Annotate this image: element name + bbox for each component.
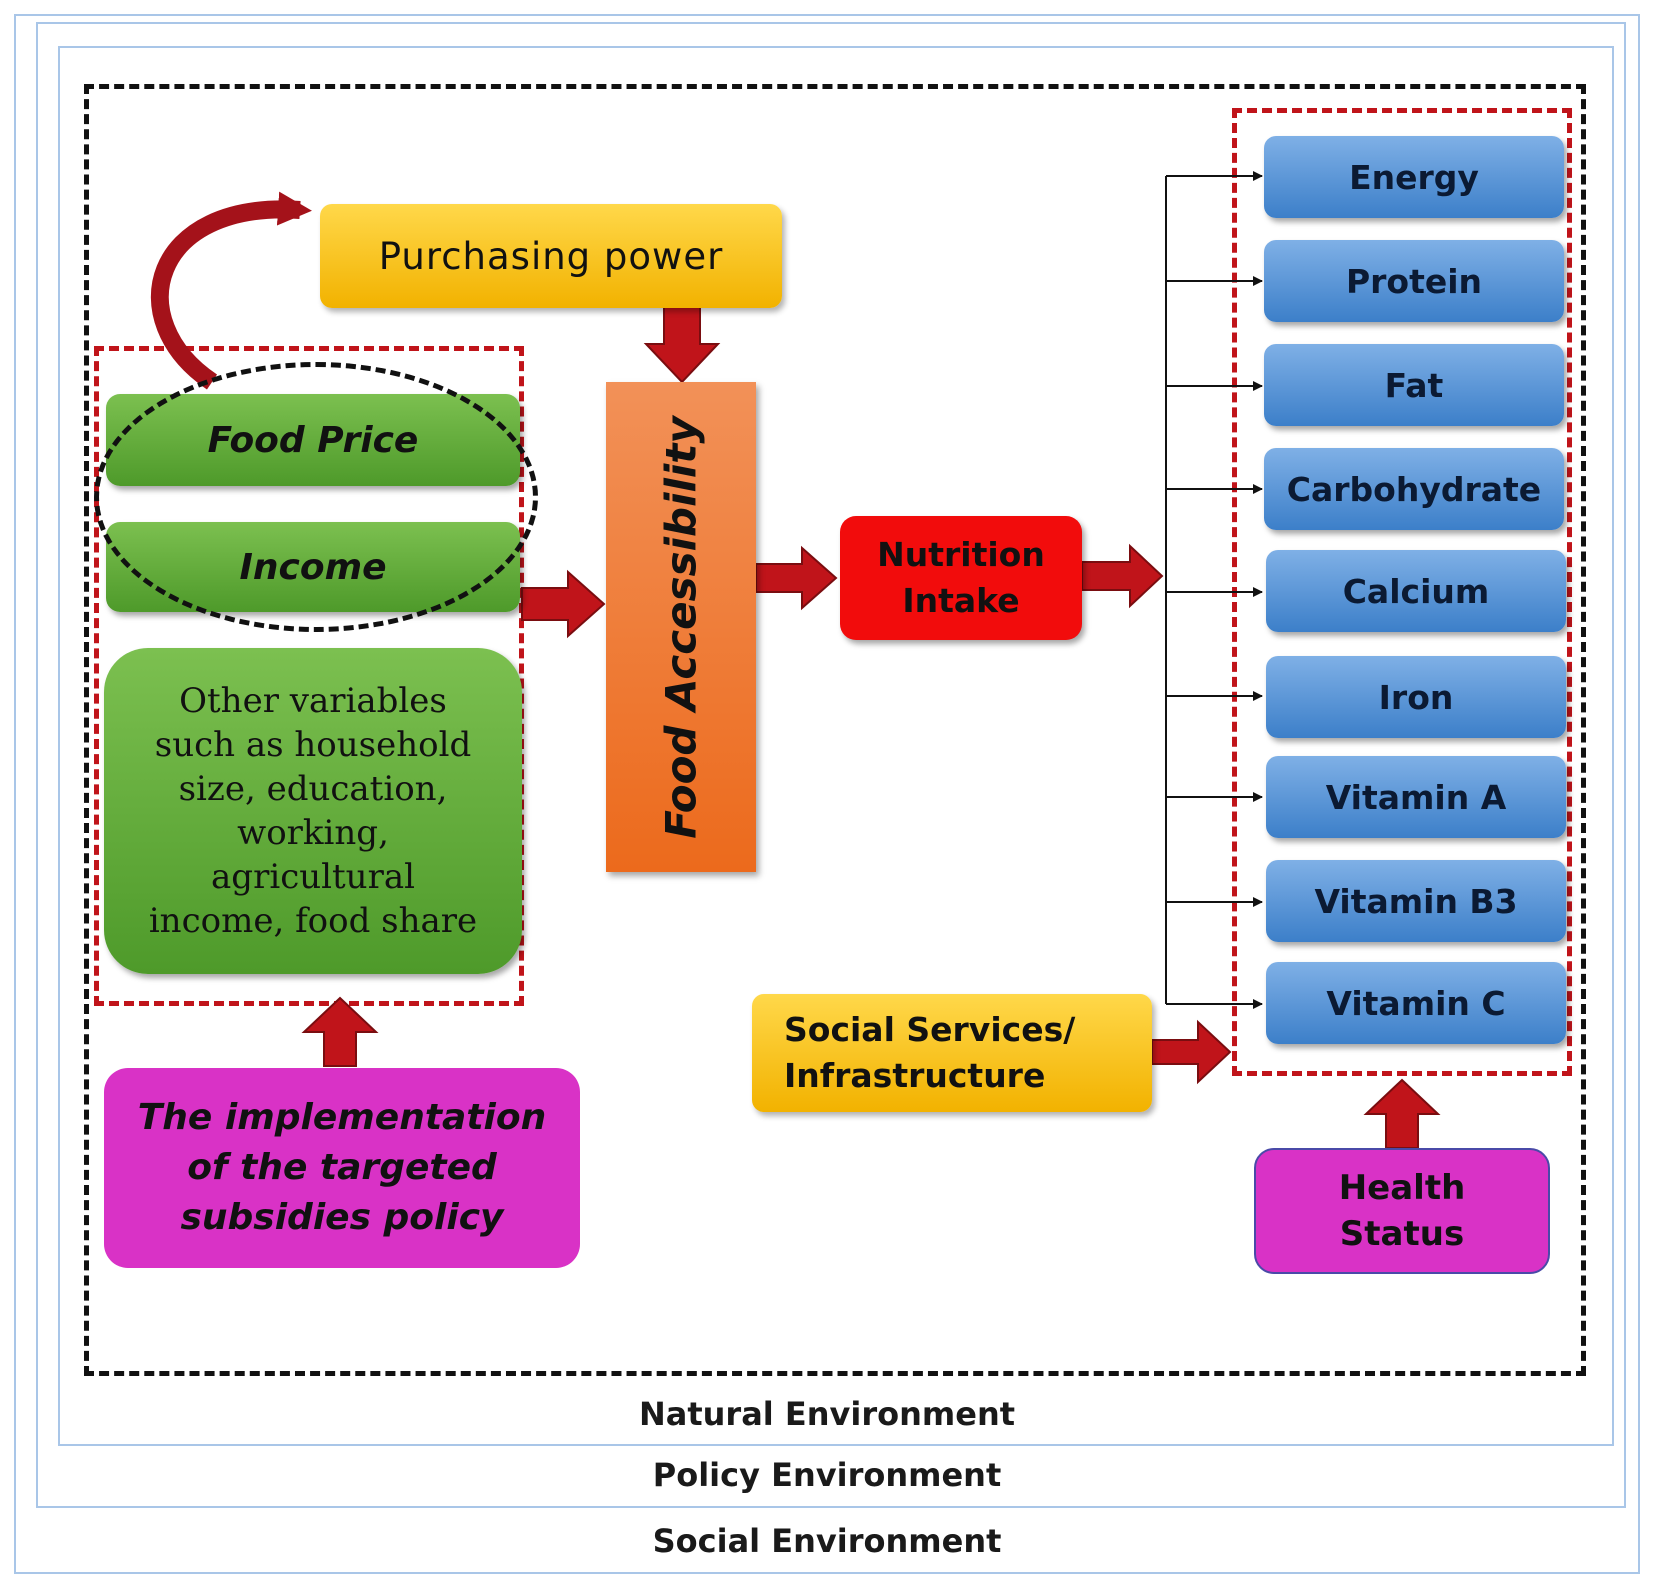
system-boundary bbox=[84, 84, 1586, 1376]
social-environment-frame bbox=[14, 14, 1640, 1574]
price-income-ellipse bbox=[94, 362, 538, 632]
nutrient-energy-label: Energy bbox=[1349, 157, 1479, 197]
curved-arrow-price-to-power bbox=[151, 191, 312, 390]
nutrient-vitamin-c: Vitamin C bbox=[1266, 962, 1566, 1044]
policy-environment-frame bbox=[36, 22, 1626, 1508]
policy-line2: of the targeted bbox=[187, 1147, 497, 1188]
nutrient-protein: Protein bbox=[1264, 240, 1564, 322]
health-status-box: Health Status bbox=[1254, 1148, 1550, 1274]
policy-line1: The implementation bbox=[137, 1097, 547, 1138]
nutrient-vitamin-b3-label: Vitamin B3 bbox=[1314, 881, 1518, 921]
policy-environment-label: Policy Environment bbox=[652, 1456, 1002, 1494]
nutrient-protein-label: Protein bbox=[1345, 261, 1483, 301]
nutrition-intake-line2: Intake bbox=[902, 581, 1020, 620]
nutrient-vitamin-c-label: Vitamin C bbox=[1326, 983, 1506, 1023]
nutrient-vitamin-a-label: Vitamin A bbox=[1325, 777, 1507, 817]
arrow-accessibility-to-intake bbox=[755, 545, 838, 611]
arrow-services-to-nutrients bbox=[1151, 1019, 1232, 1085]
social-services-line1: Social Services/ bbox=[784, 1010, 1076, 1049]
nutrient-energy: Energy bbox=[1264, 136, 1564, 218]
branch-arrows bbox=[1166, 171, 1263, 1009]
health-status-line2: Status bbox=[1339, 1214, 1465, 1254]
arrow-determinants-to-accessibility bbox=[521, 569, 606, 639]
social-services-box: Social Services/ Infrastructure bbox=[752, 994, 1152, 1112]
food-accessibility-box: Food Accessibility bbox=[606, 382, 756, 872]
social-services-line2: Infrastructure bbox=[784, 1056, 1046, 1095]
nutrient-fat-label: Fat bbox=[1384, 365, 1444, 405]
nutrition-intake-box: Nutrition Intake bbox=[840, 516, 1082, 640]
nutrition-intake-line1: Nutrition bbox=[877, 535, 1045, 574]
natural-environment-label: Natural Environment bbox=[638, 1395, 1016, 1433]
nutrient-calcium: Calcium bbox=[1266, 550, 1566, 632]
purchasing-power-label: Purchasing power bbox=[378, 234, 724, 278]
other-variables-label: Other variables such as household size, … bbox=[148, 681, 478, 941]
health-status-line1: Health bbox=[1338, 1168, 1466, 1208]
other-variables-box: Other variables such as household size, … bbox=[104, 648, 522, 974]
nutrient-carbohydrate-label: Carbohydrate bbox=[1286, 469, 1542, 509]
arrow-intake-to-nutrients bbox=[1081, 543, 1164, 609]
natural-environment-frame bbox=[58, 46, 1614, 1446]
arrow-policy-to-determinants bbox=[301, 996, 379, 1067]
nutrient-carbohydrate: Carbohydrate bbox=[1264, 448, 1564, 530]
nutrient-vitamin-b3: Vitamin B3 bbox=[1266, 860, 1566, 942]
nutrient-fat: Fat bbox=[1264, 344, 1564, 426]
arrow-power-to-accessibility bbox=[643, 305, 721, 384]
nutrient-iron: Iron bbox=[1266, 656, 1566, 738]
policy-implementation-box: The implementation of the targeted subsi… bbox=[104, 1068, 580, 1268]
arrow-health-to-nutrients bbox=[1363, 1078, 1441, 1149]
social-environment-label: Social Environment bbox=[652, 1522, 1002, 1560]
policy-line3: subsidies policy bbox=[180, 1197, 504, 1238]
nutrient-calcium-label: Calcium bbox=[1342, 571, 1490, 611]
nutrient-vitamin-a: Vitamin A bbox=[1266, 756, 1566, 838]
purchasing-power-box: Purchasing power bbox=[320, 204, 782, 308]
food-accessibility-label: Food Accessibility bbox=[656, 415, 706, 839]
determinants-group bbox=[94, 346, 524, 1006]
nutrient-iron-label: Iron bbox=[1378, 677, 1454, 717]
